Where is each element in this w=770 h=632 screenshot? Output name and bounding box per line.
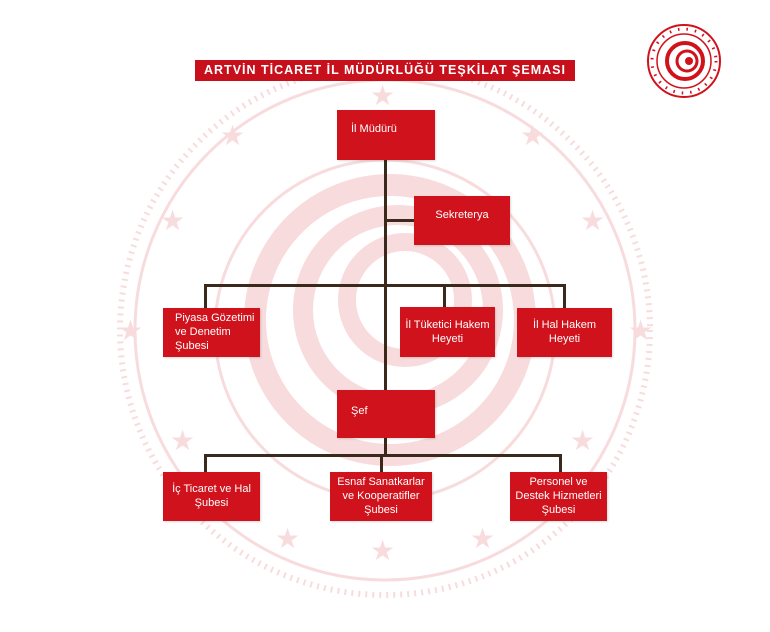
connector-level3-horizontal: [204, 454, 562, 457]
node-label: Şubesi: [194, 497, 229, 509]
svg-text:★: ★: [628, 315, 653, 346]
svg-text:★: ★: [160, 205, 185, 236]
svg-text:★: ★: [470, 523, 495, 554]
node-label: İl Müdürü: [351, 123, 397, 135]
node-piyasa-gozetimi[interactable]: Piyasa Gözetimi ve Denetim Şubesi: [163, 308, 260, 357]
svg-text:★: ★: [220, 120, 245, 151]
svg-text:★: ★: [580, 205, 605, 236]
svg-text:★: ★: [370, 535, 395, 566]
connector-trade: [204, 454, 207, 472]
svg-text:★: ★: [520, 120, 545, 151]
connector-chief-down: [384, 438, 387, 456]
node-label: İç Ticaret ve Hal: [172, 483, 251, 495]
node-label: Şubesi: [541, 504, 576, 516]
connector-main-vertical: [384, 160, 387, 392]
node-label: İl Hal Hakem: [533, 319, 596, 331]
node-label: Esnaf Sanatkarlar: [337, 476, 425, 488]
node-sekreterya[interactable]: Sekreterya: [414, 196, 510, 245]
node-label: Heyeti: [548, 333, 581, 345]
node-il-muduru[interactable]: İl Müdürü: [337, 110, 435, 160]
connector-craftsmen: [380, 454, 383, 472]
connector-hal: [563, 284, 566, 308]
svg-text:★: ★: [170, 425, 195, 456]
node-label: Sekreterya: [435, 209, 489, 221]
svg-text:★: ★: [118, 315, 143, 346]
connector-secretariat: [384, 219, 414, 222]
node-label: Heyeti: [431, 333, 464, 345]
connector-market: [204, 284, 207, 308]
svg-text:★: ★: [570, 425, 595, 456]
node-label: İl Tüketici Hakem: [405, 319, 490, 331]
node-label: Şubesi: [364, 504, 398, 516]
node-sef[interactable]: Şef: [337, 390, 435, 438]
node-label: ve Denetim: [175, 326, 231, 338]
connector-personnel: [559, 454, 562, 472]
node-label: ve Kooperatifler: [342, 490, 420, 502]
svg-text:★: ★: [370, 80, 395, 111]
connector-level2-horizontal: [204, 284, 566, 287]
node-label: Personel ve: [529, 476, 588, 488]
connector-consumer: [443, 284, 446, 308]
node-ic-ticaret[interactable]: İç Ticaret ve Hal Şubesi: [163, 472, 260, 521]
chart-title: ARTVİN TİCARET İL MÜDÜRLÜĞÜ TEŞKİLAT ŞEM…: [195, 60, 575, 81]
node-il-tuketici-hakem[interactable]: İl Tüketici Hakem Heyeti: [400, 307, 495, 357]
node-label: Piyasa Gözetimi: [175, 312, 255, 324]
node-esnaf-sanatkarlar[interactable]: Esnaf Sanatkarlar ve Kooperatifler Şubes…: [330, 472, 432, 521]
ministry-logo: [647, 24, 721, 98]
node-label: Şubesi: [175, 340, 209, 352]
node-il-hal-hakem[interactable]: İl Hal Hakem Heyeti: [517, 308, 612, 357]
node-label: Şef: [351, 405, 368, 417]
node-label: Destek Hizmetleri: [515, 490, 602, 502]
svg-text:★: ★: [275, 523, 300, 554]
node-personel-destek[interactable]: Personel ve Destek Hizmetleri Şubesi: [510, 472, 607, 521]
